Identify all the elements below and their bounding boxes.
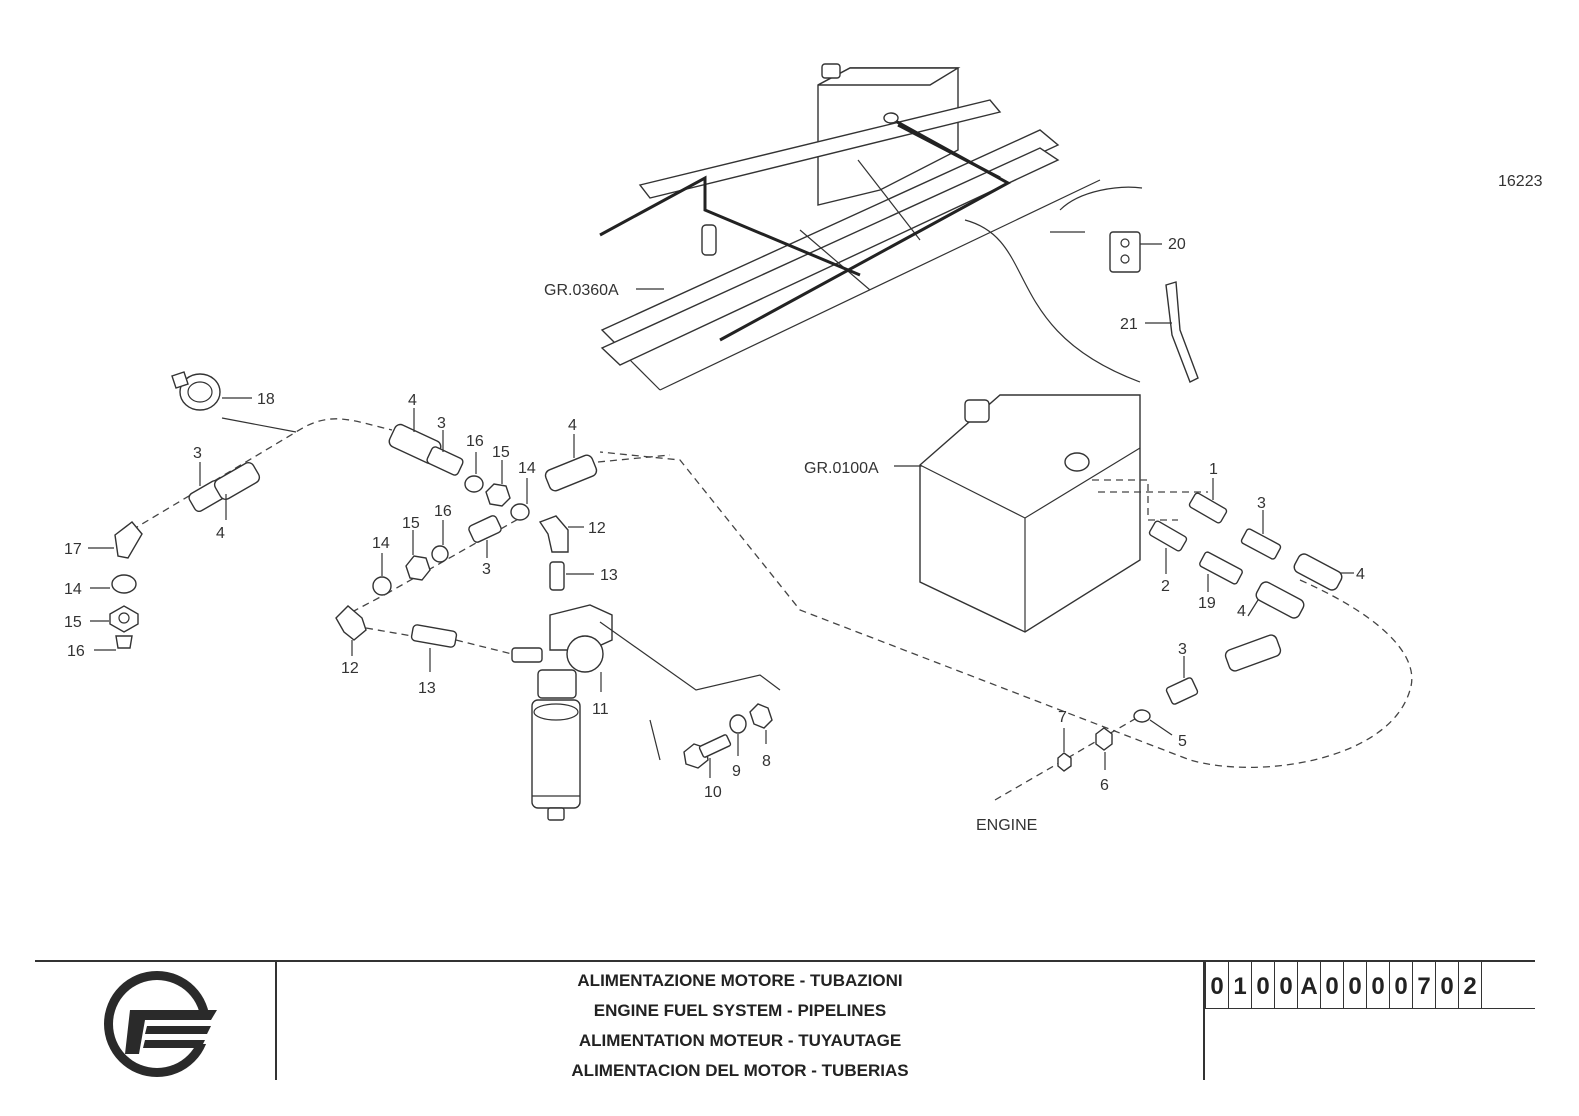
- label-3b: 3: [437, 415, 446, 432]
- group-ref-chassis: GR.0360A: [544, 282, 619, 299]
- label-13a: 13: [600, 567, 618, 584]
- code-digit: 2: [1459, 962, 1482, 1008]
- label-16b: 16: [466, 433, 484, 450]
- code-digit: A: [1298, 962, 1321, 1008]
- chassis-frame-assembly: [599, 63, 1143, 391]
- label-16a: 16: [67, 643, 85, 660]
- label-5: 5: [1178, 733, 1187, 750]
- label-15a: 15: [64, 614, 82, 631]
- label-12b: 12: [341, 660, 359, 677]
- code-digit: 7: [1413, 962, 1436, 1008]
- elbow-part-12: [538, 515, 569, 553]
- label-4a: 4: [216, 525, 225, 542]
- label-4e: 4: [1356, 566, 1365, 583]
- label-14b: 14: [518, 460, 536, 477]
- title-french: ALIMENTATION MOTEUR - TUYAUTAGE: [578, 1031, 902, 1050]
- fuel-tank: [919, 394, 1141, 633]
- label-2: 2: [1161, 578, 1170, 595]
- label-12a: 12: [588, 520, 606, 537]
- code-digit: 0: [1390, 962, 1413, 1008]
- bolt-part: [683, 734, 732, 769]
- label-1: 1: [1209, 461, 1218, 478]
- code-digit: 0: [1252, 962, 1275, 1008]
- label-4d: 4: [1237, 603, 1246, 620]
- company-logo-icon: [104, 971, 225, 1077]
- label-6: 6: [1100, 777, 1109, 794]
- label-13b: 13: [418, 680, 436, 697]
- title-block: ALIMENTAZIONE MOTORE - TUBAZIONI ENGINE …: [35, 960, 1535, 1080]
- label-16c: 16: [434, 503, 452, 520]
- code-digit: 0: [1275, 962, 1298, 1008]
- elbow-part-17: [114, 521, 143, 559]
- title-italian: ALIMENTAZIONE MOTORE - TUBAZIONI: [577, 971, 903, 990]
- clamp-part: [171, 371, 221, 411]
- label-10: 10: [704, 784, 722, 801]
- label-14c: 14: [372, 535, 390, 552]
- label-3e: 3: [1257, 495, 1266, 512]
- label-18: 18: [257, 391, 275, 408]
- code-digit: 0: [1205, 962, 1229, 1008]
- label-17: 17: [64, 541, 82, 558]
- plate-part: [1109, 231, 1141, 273]
- title-cell: ALIMENTAZIONE MOTORE - TUBAZIONI ENGINE …: [277, 962, 1205, 1080]
- label-20: 20: [1168, 236, 1186, 253]
- label-4c: 4: [568, 417, 577, 434]
- strap-part: [1165, 281, 1199, 383]
- exploded-parts-diagram: 16223 GR.0360A 20 21: [64, 63, 1543, 834]
- code-digit: 1: [1229, 962, 1252, 1008]
- code-digit: 0: [1344, 962, 1367, 1008]
- fuel-filter-assembly: [511, 604, 781, 821]
- label-3c: 3: [482, 561, 491, 578]
- label-9: 9: [732, 763, 741, 780]
- label-4b: 4: [408, 392, 417, 409]
- label-8: 8: [762, 753, 771, 770]
- title-spanish: ALIMENTACION DEL MOTOR - TUBERIAS: [571, 1061, 909, 1080]
- code-digit: 0: [1436, 962, 1459, 1008]
- label-3d: 3: [1178, 641, 1187, 658]
- label-14a: 14: [64, 581, 82, 598]
- label-3a: 3: [193, 445, 202, 462]
- label-7: 7: [1058, 709, 1067, 726]
- group-ref-tank: GR.0100A: [804, 460, 879, 477]
- logo-cell: [35, 962, 277, 1080]
- drawing-number: 16223: [1498, 173, 1543, 190]
- code-digit: 0: [1367, 962, 1390, 1008]
- title-english: ENGINE FUEL SYSTEM - PIPELINES: [593, 1001, 887, 1020]
- label-15b: 15: [492, 444, 510, 461]
- label-19: 19: [1198, 595, 1216, 612]
- engine-label: ENGINE: [976, 817, 1037, 834]
- code-digit: 0: [1321, 962, 1344, 1008]
- label-21: 21: [1120, 316, 1138, 333]
- label-15c: 15: [402, 515, 420, 532]
- label-11: 11: [592, 701, 609, 718]
